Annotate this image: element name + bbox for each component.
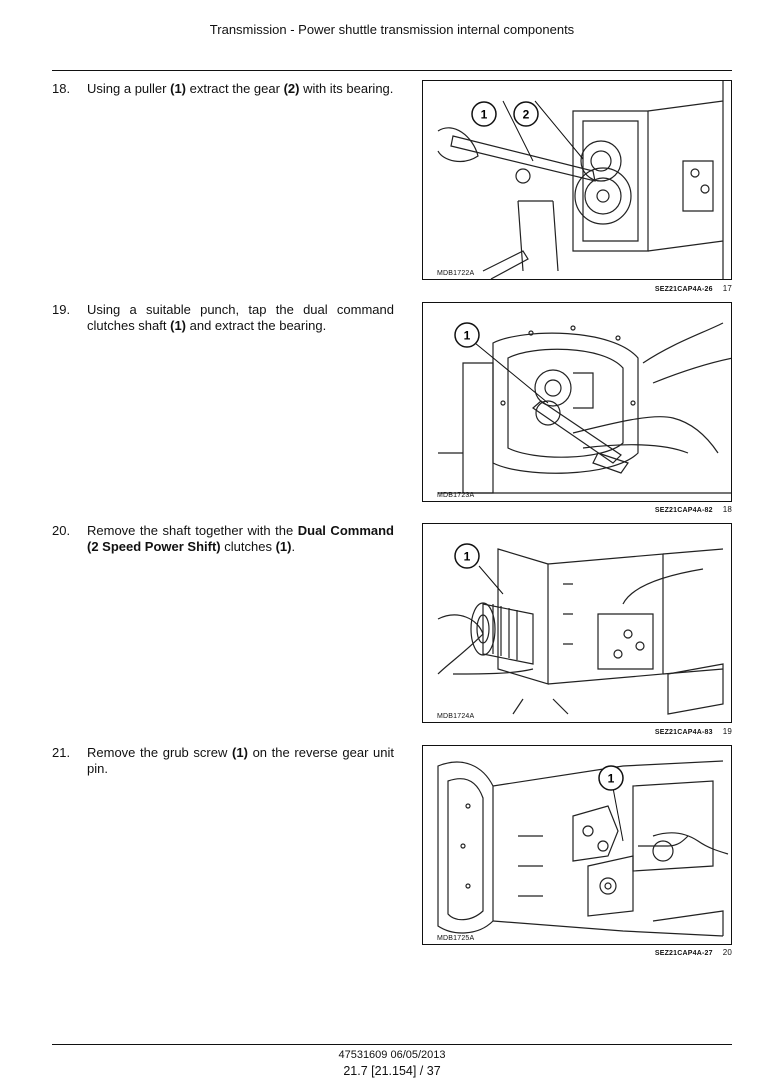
svg-text:1: 1	[464, 550, 471, 564]
step-instruction: Using a puller (1) extract the gear (2) …	[87, 81, 394, 96]
figure-20-grub-screw: 1 MDB1725A	[422, 745, 732, 945]
grub-screw-illustration: 1	[437, 760, 729, 937]
step-number: 21.	[52, 745, 71, 760]
step-19: 19. Using a suitable punch, tap the dual…	[52, 302, 394, 333]
step-number: 18.	[52, 81, 71, 96]
footer-rule	[52, 1044, 732, 1045]
footer-page-ref: 21.7 [21.154] / 37	[343, 1064, 441, 1078]
header-rule	[52, 70, 732, 71]
figure-17-puller-gear: 1 2 MDB1722A	[422, 80, 732, 280]
figure-code: MDB1725A	[437, 935, 475, 942]
step-20: 20. Remove the shaft together with the D…	[52, 523, 394, 554]
footer-doc-ref: 47531609 06/05/2013	[338, 1049, 446, 1061]
figure-code: MDB1722A	[437, 270, 475, 277]
step-instruction: Remove the shaft together with the Dual …	[87, 523, 394, 554]
step-instruction: Remove the grub screw (1) on the reverse…	[87, 745, 394, 776]
punch-shaft-illustration: 1	[438, 322, 731, 494]
step-number: 20.	[52, 523, 71, 538]
svg-text:1: 1	[464, 329, 471, 343]
page-header-title: Transmission - Power shuttle transmissio…	[209, 22, 575, 37]
clutch-shaft-illustration: 1	[437, 543, 724, 715]
svg-text:2: 2	[523, 108, 530, 122]
figure-18-punch-shaft: 1 MDB1723A	[422, 302, 732, 502]
callout-1	[454, 543, 480, 569]
callout-1	[598, 765, 624, 791]
figure-code: MDB1723A	[437, 492, 475, 499]
step-number: 19.	[52, 302, 71, 317]
svg-text:1: 1	[481, 108, 488, 122]
callout-1	[471, 101, 497, 127]
step-21: 21. Remove the grub screw (1) on the rev…	[52, 745, 394, 776]
step-instruction: Using a suitable punch, tap the dual com…	[87, 302, 394, 333]
figure-code: MDB1724A	[437, 713, 475, 720]
step-18: 18. Using a puller (1) extract the gear …	[52, 81, 394, 97]
callout-1	[454, 322, 480, 348]
gear-puller-illustration: 1 2	[437, 81, 724, 279]
figure-19-clutch-shaft: 1 MDB1724A	[422, 523, 732, 723]
svg-text:1: 1	[608, 772, 615, 786]
callout-2	[513, 101, 539, 127]
